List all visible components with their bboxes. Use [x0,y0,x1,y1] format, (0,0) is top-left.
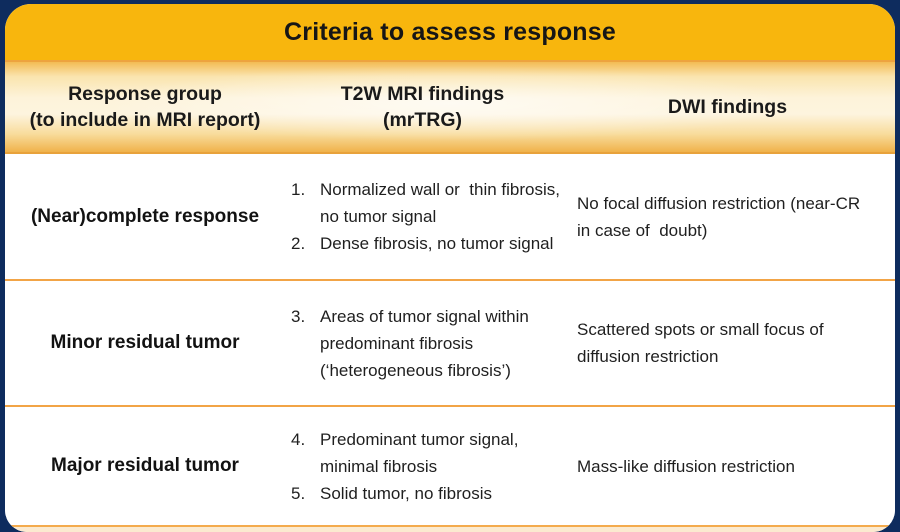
item-text: Dense fibrosis, no tumor signal [320,234,554,253]
header-line: (to include in MRI report) [29,109,261,131]
item-text: Solid tumor, no fibrosis [320,483,492,503]
table-row-major-residual-tumor: Major residual tumor 4. Predominant tumo… [5,407,895,527]
t2w-numbered-list: 4. Predominant tumor signal, minimal fib… [291,426,560,507]
list-item: 4. Predominant tumor signal, minimal fib… [291,426,560,480]
title-band: Criteria to assess response [5,4,895,62]
card-footer-strip [5,527,895,532]
dwi-text: Mass-like diffusion restriction [577,456,795,476]
item-number: 2. [291,234,306,253]
item-number: 1. [291,180,306,199]
list-item: 5. Solid tumor, no fibrosis [291,480,560,507]
response-group-label: Major residual tumor [51,455,239,476]
item-text: Normalized wall or thin fibrosis, no tum… [320,180,565,226]
table-row-near-complete-response: (Near)complete response 1. Normalized wa… [5,154,895,281]
header-line: Response group [68,82,222,105]
t2w-findings-cell: 1. Normalized wall or thin fibrosis, no … [285,154,560,279]
dwi-findings-cell: Scattered spots or small focus of diffus… [560,281,895,405]
t2w-findings-cell: 3. Areas of tumor signal within predomin… [285,281,560,405]
list-item: 2. Dense fibrosis, no tumor signal [291,230,560,257]
header-line: (mrTRG) [382,109,463,131]
t2w-numbered-list: 3. Areas of tumor signal within predomin… [291,303,560,384]
header-cell-response-group: Response group (to include in MRI report… [5,62,285,152]
table-row-minor-residual-tumor: Minor residual tumor 3. Areas of tumor s… [5,281,895,407]
dwi-text: No focal diffusion restriction (near-CR … [577,193,865,240]
header-line: T2W MRI findings [340,82,505,105]
page-title: Criteria to assess response [284,17,616,46]
item-text: Predominant tumor signal, minimal fibros… [320,429,524,476]
t2w-numbered-list: 1. Normalized wall or thin fibrosis, no … [291,176,560,257]
dwi-findings-cell: Mass-like diffusion restriction [560,407,895,525]
response-group-label: Minor residual tumor [50,332,240,353]
header-line: DWI findings [667,95,788,118]
list-item: 3. Areas of tumor signal within predomin… [291,303,560,384]
response-group-label: (Near)complete response [30,205,260,227]
item-number: 4. [291,429,306,449]
dwi-text: Scattered spots or small focus of diffus… [577,320,829,366]
criteria-card: Criteria to assess response Response gro… [5,4,895,532]
table-header-row: Response group (to include in MRI report… [5,62,895,154]
dwi-findings-cell: No focal diffusion restriction (near-CR … [560,154,895,279]
header-cell-dwi-findings: DWI findings [560,62,895,152]
item-text: Areas of tumor signal within predominant… [320,306,534,380]
item-number: 5. [291,483,306,503]
list-item: 1. Normalized wall or thin fibrosis, no … [291,176,560,230]
item-number: 3. [291,306,306,326]
header-cell-t2w-findings: T2W MRI findings (mrTRG) [285,62,560,152]
t2w-findings-cell: 4. Predominant tumor signal, minimal fib… [285,407,560,525]
